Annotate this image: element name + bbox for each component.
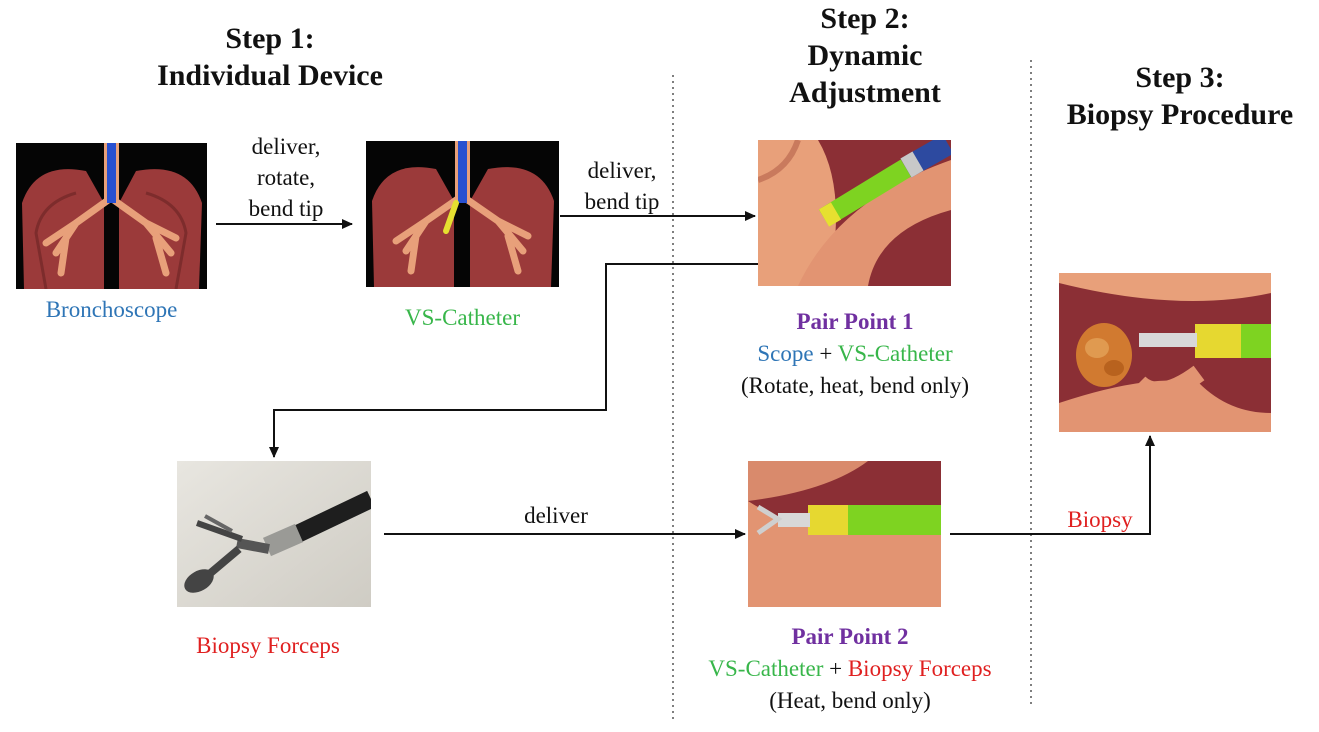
step2-heading-line1: Step 2:	[820, 2, 910, 35]
arrow-pair1-to-forceps	[269, 263, 758, 458]
bronchoscope-label: Bronchoscope	[45, 297, 178, 322]
step3-heading-line2: Biopsy Procedure	[1066, 98, 1294, 131]
vs-catheter-label: VS-Catheter	[405, 305, 520, 330]
biopsy-procedure-image	[1059, 273, 1271, 432]
arrow-label-line: deliver,	[251, 134, 321, 159]
pair-point-2-image	[748, 461, 941, 607]
biopsy-forceps-label: Biopsy Forceps	[196, 633, 340, 658]
arrow-pair2-to-biopsy	[950, 435, 1155, 535]
pair-point-1-caption: Pair Point 1 Scope + VS-Catheter (Rotate…	[700, 306, 1010, 402]
pair-point-1-image	[758, 140, 951, 286]
pair-point-2-part-a: VS-Catheter	[708, 656, 824, 681]
pair-point-1-note: (Rotate, heat, bend only)	[740, 373, 969, 398]
pair-point-2-caption: Pair Point 2 VS-Catheter + Biopsy Forcep…	[680, 621, 1020, 717]
step1-heading-line1: Step 1:	[225, 22, 315, 55]
arrow-label-line: deliver,	[587, 158, 657, 183]
plus-sign: +	[813, 341, 838, 366]
biopsy-forceps-image	[177, 461, 371, 607]
arrow-label-deliver-bend: deliver, bend tip	[562, 155, 682, 217]
step2-heading-line3: Adjustment	[789, 76, 941, 109]
step3-heading-line1: Step 3:	[1135, 61, 1225, 94]
pair-point-2-devices: VS-Catheter + Biopsy Forceps	[680, 653, 1020, 685]
plus-sign: +	[823, 656, 848, 681]
pair-point-2-note: (Heat, bend only)	[769, 688, 931, 713]
step2-heading: Step 2: Dynamic Adjustment	[740, 0, 990, 111]
arrow-label-deliver: deliver	[524, 503, 588, 528]
arrow-label-line: bend tip	[584, 189, 660, 214]
arrow-label-line: rotate,	[256, 165, 316, 190]
pair-point-2-title: Pair Point 2	[791, 624, 909, 649]
pair-point-2-part-b: Biopsy Forceps	[847, 656, 992, 681]
step1-heading: Step 1: Individual Device	[130, 20, 410, 94]
step2-heading-line2: Dynamic	[807, 39, 923, 72]
pair-point-1-devices: Scope + VS-Catheter	[700, 338, 1010, 370]
arrow-label-deliver-rotate-bend: deliver, rotate, bend tip	[222, 131, 350, 224]
step3-heading: Step 3: Biopsy Procedure	[1040, 59, 1319, 133]
bronchoscope-image	[16, 143, 207, 289]
vs-catheter-image	[366, 141, 559, 287]
arrow-label-biopsy: Biopsy	[1067, 507, 1133, 532]
pair-point-1-part-b: VS-Catheter	[837, 341, 953, 366]
pair-point-1-title: Pair Point 1	[796, 309, 914, 334]
arrow-label-line: bend tip	[248, 196, 324, 221]
step1-heading-line2: Individual Device	[157, 59, 383, 92]
pair-point-1-part-a: Scope	[757, 341, 814, 366]
